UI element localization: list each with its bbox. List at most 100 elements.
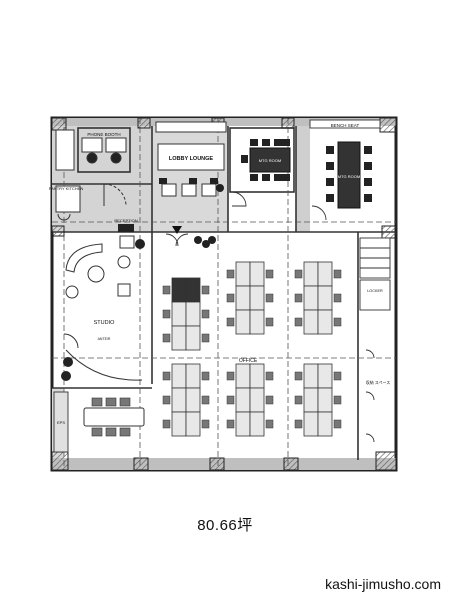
- column: [51, 117, 67, 131]
- column: [379, 117, 397, 133]
- desk-chair: [162, 371, 171, 381]
- desk: [303, 285, 319, 311]
- desk: [185, 411, 201, 437]
- mtg-room-2-label: MTG ROOM: [338, 174, 360, 179]
- desk-cluster: [226, 363, 274, 437]
- desk-cluster: [294, 363, 342, 437]
- column: [381, 225, 397, 239]
- desk-chair: [265, 269, 274, 279]
- desk: [249, 261, 265, 287]
- desk: [185, 363, 201, 389]
- desk-chair: [162, 333, 171, 343]
- desk-chair: [201, 395, 210, 405]
- desk: [235, 309, 251, 335]
- desk-chair: [294, 395, 303, 405]
- lobby-sign-panel: [157, 143, 225, 171]
- desk-chair: [226, 419, 235, 429]
- site-url: kashi-jimusho.com: [325, 576, 441, 592]
- desk: [303, 309, 319, 335]
- desk: [303, 261, 319, 287]
- desk-chair: [333, 317, 342, 327]
- desk-chair: [265, 293, 274, 303]
- phone-booth-wall: [77, 127, 131, 173]
- desk: [317, 411, 333, 437]
- lobby-lounge-label: LOBBY LOUNGE: [169, 156, 214, 162]
- bench-seat: [309, 119, 381, 129]
- desk-chair: [265, 317, 274, 327]
- studio-note: ANTE/R: [98, 337, 111, 341]
- desk: [235, 285, 251, 311]
- entrance-marker: [172, 226, 182, 234]
- desk-chair: [162, 309, 171, 319]
- mtg-room-1-wall: [229, 127, 295, 193]
- desk: [235, 387, 251, 413]
- desk: [317, 261, 333, 287]
- desk: [185, 325, 201, 351]
- desk-chair: [265, 371, 274, 381]
- desk-chair: [265, 395, 274, 405]
- column: [209, 457, 225, 471]
- desk-chair: [265, 419, 274, 429]
- column: [283, 457, 299, 471]
- desk: [185, 387, 201, 413]
- desk-chair: [333, 371, 342, 381]
- desk-chair: [162, 419, 171, 429]
- column: [133, 457, 149, 471]
- desk-chair: [201, 309, 210, 319]
- phone-booth-label: PHONE BOOTH: [87, 132, 120, 137]
- column: [375, 451, 397, 471]
- mtg-table-2: [337, 141, 361, 209]
- desk-chair: [294, 269, 303, 279]
- studio-curved-sofa: [65, 243, 103, 273]
- office-desk-clusters: [162, 261, 342, 437]
- desk-chair: [294, 371, 303, 381]
- area-label: 80.66坪: [197, 517, 253, 534]
- eps-label: EPS: [57, 420, 65, 425]
- desk: [235, 261, 251, 287]
- column: [51, 451, 69, 471]
- desk-chair: [201, 285, 210, 295]
- column: [281, 117, 295, 129]
- desk-chair: [333, 293, 342, 303]
- right-corridor-zone: [296, 126, 310, 232]
- reception-desk: [118, 224, 134, 232]
- desk: [317, 363, 333, 389]
- desk: [303, 363, 319, 389]
- column: [137, 117, 151, 129]
- desk-chair: [294, 293, 303, 303]
- mtg-room-1-label: MTG ROOM: [259, 158, 281, 163]
- desk: [249, 363, 265, 389]
- desk-chair: [226, 371, 235, 381]
- desk-cluster: [226, 261, 274, 335]
- desk: [249, 411, 265, 437]
- desk: [171, 387, 187, 413]
- desk: [317, 309, 333, 335]
- desk: [249, 309, 265, 335]
- desk: [303, 387, 319, 413]
- reception-label: RECEPTION: [114, 218, 137, 223]
- mtg-table-1: [249, 147, 291, 173]
- office-label: OFFICE: [239, 358, 258, 364]
- desk-chair: [294, 419, 303, 429]
- desk-chair: [201, 333, 210, 343]
- bench-seat-label: BENCH SEAT: [331, 123, 360, 128]
- desk-cluster: [294, 261, 342, 335]
- desk-chair: [162, 395, 171, 405]
- desk-chair: [226, 269, 235, 279]
- desk: [235, 411, 251, 437]
- desk: [171, 277, 187, 303]
- desk-chair: [162, 285, 171, 295]
- desk-chair: [226, 395, 235, 405]
- locker-unit: [359, 279, 391, 311]
- bottom-left-table: [83, 407, 145, 427]
- desk: [235, 363, 251, 389]
- desk-chair: [333, 395, 342, 405]
- desk: [317, 387, 333, 413]
- studio-label: STUDIO: [94, 320, 116, 326]
- desk: [249, 285, 265, 311]
- desk-chair: [333, 419, 342, 429]
- desk-chair: [226, 293, 235, 303]
- locker-label: LOCKER: [367, 289, 383, 293]
- desk: [317, 285, 333, 311]
